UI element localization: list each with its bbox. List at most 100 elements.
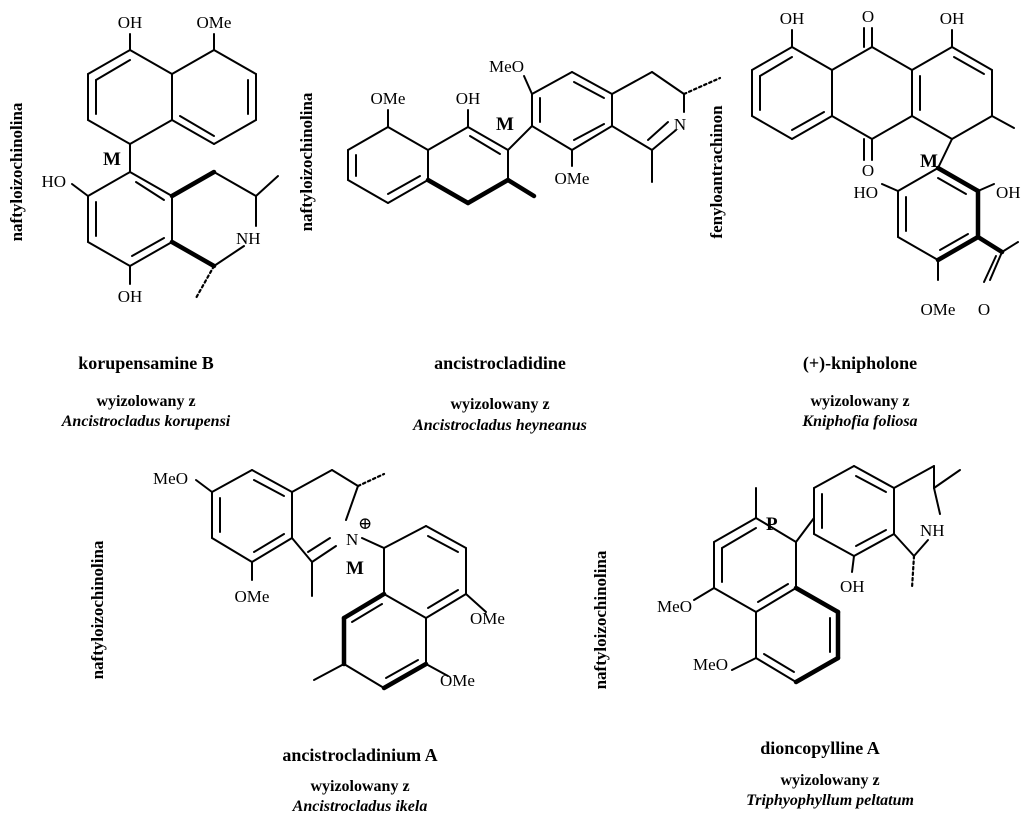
bond-line — [71, 183, 89, 197]
bond-line — [213, 245, 245, 267]
bond-line — [751, 46, 793, 71]
bond-line — [871, 115, 913, 140]
compound-name: (+)-knipholone — [802, 353, 918, 373]
class-label: fenyloantrachinon — [707, 105, 726, 239]
bond-line — [881, 183, 899, 192]
bond-line — [935, 165, 981, 194]
bond-line — [813, 533, 855, 557]
bond-line — [731, 657, 757, 671]
structure-dioncopylline-a: NH OH MeO MeO P — [657, 465, 961, 685]
bond-line — [385, 659, 419, 679]
bond-line — [933, 487, 941, 515]
source-organism: Ancistrocladus ikela — [292, 798, 428, 815]
bond-line — [531, 125, 573, 151]
bond-line — [523, 75, 533, 95]
atom-label: OH — [940, 9, 965, 28]
bond-line — [213, 171, 257, 197]
atom-label: OMe — [235, 587, 270, 606]
bond-line — [469, 135, 501, 155]
source-organism: Kniphofia foliosa — [802, 413, 918, 430]
bond-line — [571, 71, 613, 95]
bond-line — [171, 119, 215, 145]
axis-chirality-label: M — [103, 149, 121, 170]
bond-line — [131, 237, 165, 257]
bond-line — [427, 126, 469, 151]
bond-line — [791, 46, 833, 71]
bond-line — [937, 177, 967, 195]
bond-line — [611, 71, 653, 95]
bond-line — [95, 59, 131, 81]
bond-line — [611, 125, 653, 151]
bond-line — [465, 593, 487, 613]
compound-name: korupensamine B — [78, 353, 214, 373]
bond-line — [87, 49, 131, 75]
atom-label: OMe — [921, 300, 956, 319]
atom-label: O — [862, 7, 874, 26]
bond-line — [387, 175, 421, 195]
bond-line — [331, 469, 359, 487]
bond-line — [307, 537, 331, 553]
bond-line — [87, 171, 131, 197]
compound-name: ancistrocladidine — [434, 353, 566, 373]
bond-line — [939, 233, 969, 251]
bond-line — [795, 517, 815, 543]
bond-line — [425, 525, 467, 549]
atom-label: OMe — [555, 169, 590, 188]
bond-line — [255, 175, 279, 197]
bond-line — [169, 169, 217, 199]
bond-line — [977, 183, 995, 192]
bond-line — [387, 179, 429, 204]
bond-line — [651, 129, 677, 151]
bond-line — [425, 177, 471, 206]
bond-line — [793, 585, 841, 615]
bond-line — [813, 465, 855, 489]
bond-line — [383, 525, 427, 549]
bond-line — [171, 49, 215, 75]
bond-line — [341, 591, 387, 621]
bond-line — [387, 126, 429, 151]
bond-line — [356, 472, 386, 488]
source-organism: Ancistrocladus heyneanus — [413, 417, 587, 434]
structure-ancistrocladidine: MeO OMe OH N OMe M — [347, 57, 722, 206]
bond-line — [253, 479, 285, 497]
bond-line — [983, 255, 997, 283]
atom-label: OH — [780, 9, 805, 28]
atom-label: OH — [118, 13, 143, 32]
bond-line — [951, 46, 993, 71]
bond-line — [647, 121, 669, 141]
isolated-from-label: wyizolowany z — [450, 396, 550, 413]
bond-line — [194, 264, 216, 300]
bond-line — [425, 663, 449, 677]
bond-line — [195, 479, 213, 493]
bond-line — [751, 115, 793, 140]
bond-line — [989, 251, 1003, 281]
structure-knipholone: OH O OH O HO OH OMe O M — [751, 7, 1021, 319]
bond-line — [871, 46, 913, 71]
atom-label: HO — [41, 172, 66, 191]
bond-line — [507, 125, 533, 151]
atom-label: O — [862, 161, 874, 180]
bond-line — [87, 119, 131, 145]
bond-line — [851, 555, 855, 573]
atom-label: NH — [236, 229, 261, 248]
class-label: naftyloizochinolina — [88, 540, 107, 679]
bond-line — [893, 533, 915, 557]
source-organism: Ancistrocladus korupensi — [61, 413, 231, 430]
bond-line — [291, 537, 313, 563]
bond-line — [425, 593, 467, 619]
atom-label: MeO — [489, 57, 524, 76]
structure-korupensamine-b: OH OMe HO NH OH M — [41, 13, 279, 306]
bond-line — [211, 537, 253, 563]
bond-line — [1001, 241, 1019, 253]
bond-line — [682, 76, 722, 96]
bond-line — [427, 589, 459, 609]
bond-line — [311, 545, 337, 563]
atom-label: ⊕ — [358, 514, 372, 533]
bond-line — [910, 554, 916, 590]
bond-line — [911, 46, 953, 71]
bond-line — [347, 126, 389, 151]
bond-line — [853, 465, 895, 489]
bond-line — [251, 537, 293, 563]
bond-line — [755, 517, 797, 543]
